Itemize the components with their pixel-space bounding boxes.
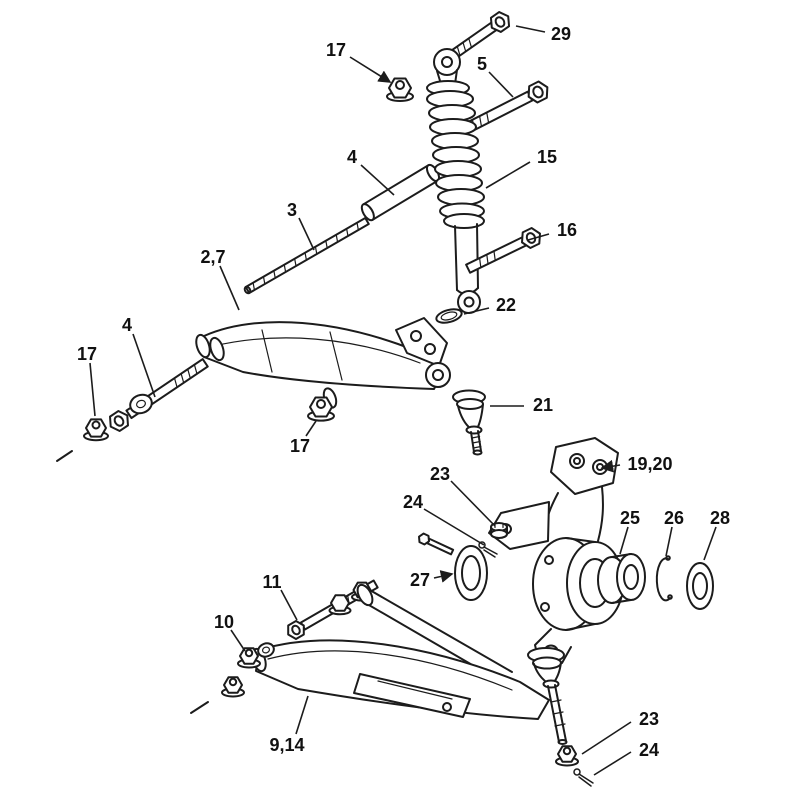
callout-label-17: 17 <box>326 40 346 60</box>
callout-label-22: 22 <box>496 295 516 315</box>
flange-nut-10 <box>237 647 261 669</box>
seal-27 <box>454 545 488 601</box>
shock-absorber-15 <box>426 48 485 314</box>
leader-line-3 <box>298 217 315 251</box>
leader-line-10 <box>230 629 246 652</box>
cotter-pin-24-upper <box>478 541 498 558</box>
ball-joint-21 <box>452 389 486 456</box>
callout-label-28: 28 <box>710 508 730 528</box>
leader-line-28 <box>703 526 717 561</box>
flange-nut-17-center <box>307 396 335 422</box>
callout-label-19,20: 19,20 <box>627 454 672 474</box>
leader-line-9,14 <box>295 695 309 735</box>
leader-line-15 <box>485 161 531 189</box>
leader-line-24 <box>423 508 485 546</box>
callout-label-25: 25 <box>620 508 640 528</box>
callout-label-3: 3 <box>287 200 297 220</box>
leader-line-17 <box>305 420 317 437</box>
callout-label-4: 4 <box>122 315 132 335</box>
upper-control-arm-2-7 <box>195 317 451 409</box>
leader-line-23 <box>581 721 632 755</box>
bolt-29 <box>447 11 511 62</box>
bearing-25 <box>597 553 646 604</box>
callout-label-23: 23 <box>639 709 659 729</box>
callout-label-9,14: 9,14 <box>269 735 304 755</box>
cotter-pin-24-lower <box>573 768 594 787</box>
callout-label-17: 17 <box>290 436 310 456</box>
leader-line-26 <box>665 526 673 557</box>
callout-label-4: 4 <box>347 147 357 167</box>
callout-label-27: 27 <box>410 570 430 590</box>
leader-line-4 <box>360 164 395 196</box>
leader-line-22 <box>463 307 490 315</box>
leader-line-23 <box>450 480 496 527</box>
bolt-4-left <box>109 358 209 432</box>
callout-label-16: 16 <box>557 220 577 240</box>
callout-label-24: 24 <box>403 492 423 512</box>
flange-nut-23-lower <box>555 745 579 767</box>
callout-label-29: 29 <box>551 24 571 44</box>
callout-label-24: 24 <box>639 740 659 760</box>
callout-label-2,7: 2,7 <box>200 247 225 267</box>
leader-line-17 <box>89 362 96 417</box>
callout-layer: 17 29 5 4 15 3 16 2,7 22 4 17 21 17 19,20 23 24 25 26 28 27… <box>77 24 730 776</box>
leader-line-17 <box>349 56 392 83</box>
flange-nut-pivot-a <box>328 594 352 616</box>
flange-nut-17-left <box>56 418 109 462</box>
pivot-bolt-3 <box>243 216 370 295</box>
snap-ring-22 <box>435 308 463 324</box>
steering-knuckle-19-20 <box>488 437 624 664</box>
leader-line-19,20 <box>600 459 621 473</box>
callout-label-15: 15 <box>537 147 557 167</box>
flange-nut-17-top <box>386 77 414 102</box>
callout-label-5: 5 <box>477 54 487 74</box>
leader-line-29 <box>515 25 546 33</box>
lower-control-arm-9-14 <box>251 583 550 720</box>
bolt-16 <box>465 227 541 274</box>
snap-ring-26 <box>655 555 673 602</box>
pivot-sleeve-4 <box>360 163 441 222</box>
leader-line-5 <box>488 71 514 98</box>
leader-line-4 <box>132 333 156 398</box>
leader-line-16 <box>527 233 550 241</box>
leader-line-27 <box>433 570 454 583</box>
callout-label-11: 11 <box>262 572 281 592</box>
washer-4-left <box>129 393 153 415</box>
small-bolt <box>418 532 455 556</box>
ball-joint-lower <box>527 647 568 745</box>
callout-label-17: 17 <box>77 344 97 364</box>
flange-nut-lower-left <box>190 676 245 714</box>
callout-label-21: 21 <box>533 395 553 415</box>
callout-label-26: 26 <box>664 508 684 528</box>
leader-line-2,7 <box>219 265 240 311</box>
washer-10 <box>257 642 275 658</box>
leader-line-25 <box>619 526 629 555</box>
seal-28 <box>686 562 714 610</box>
leader-line-24 <box>593 751 632 776</box>
callout-label-10: 10 <box>214 612 234 632</box>
leader-line-11 <box>280 589 298 621</box>
callout-label-23: 23 <box>430 464 450 484</box>
